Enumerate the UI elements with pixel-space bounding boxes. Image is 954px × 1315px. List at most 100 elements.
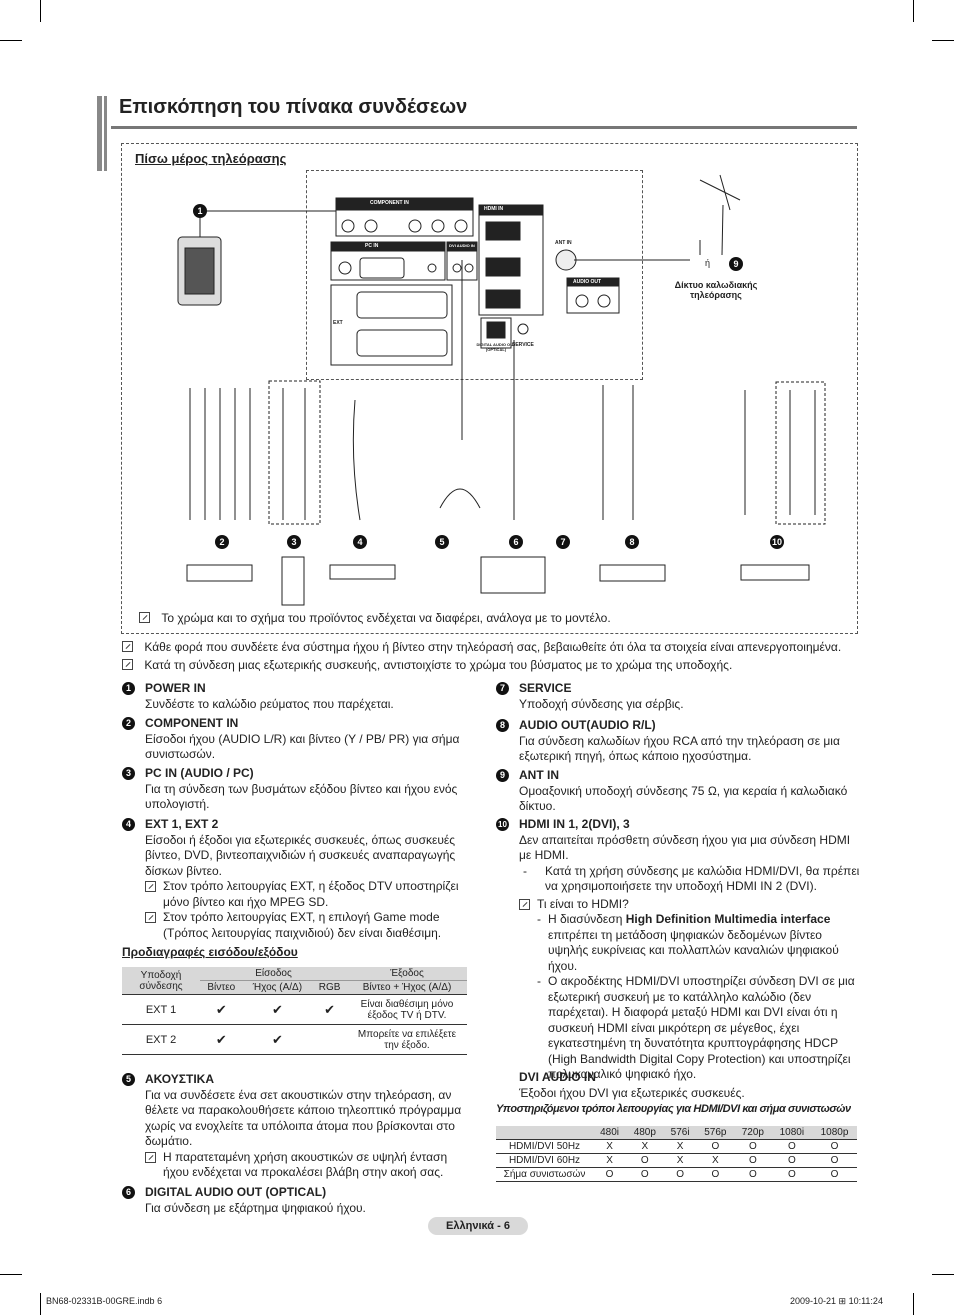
page-number-badge: Ελληνικά - 6 xyxy=(428,1217,528,1235)
label-hdmi-in: HDMI IN xyxy=(484,206,504,212)
callout-6: 6 xyxy=(509,535,523,549)
spec-cell: Είναι διαθέσιμη μόνο έξοδος TV ή DTV. xyxy=(347,994,467,1025)
label-service: SERVICE xyxy=(512,342,534,348)
label-digital-audio-out: DIGITAL AUDIO OUT (OPTICAL) xyxy=(476,342,516,352)
crop-mark xyxy=(40,1293,41,1315)
modes-cell: O xyxy=(812,1139,857,1154)
spec-cell: EXT 2 xyxy=(122,1024,200,1055)
section-8-heading: AUDIO OUT(AUDIO R/L) xyxy=(519,718,656,732)
note-2: Κατά τη σύνδεση μιας εξωτερικής συσκευής… xyxy=(122,658,732,672)
modes-cell: O xyxy=(812,1153,857,1168)
section-10-body: Δεν απαιτείται πρόσθετη σύνδεση ήχου για… xyxy=(519,832,851,863)
crop-mark xyxy=(0,1274,22,1275)
note-icon xyxy=(139,612,150,623)
section-2-heading: COMPONENT IN xyxy=(145,716,239,730)
spec-cell: EXT 1 xyxy=(122,994,200,1025)
modes-col: 720p xyxy=(734,1126,772,1140)
section-9-heading: ANT IN xyxy=(519,768,559,782)
section-10: 10 HDMI IN 1, 2(DVI), 3 Δεν απαιτείται π… xyxy=(496,817,861,1083)
number-badge: 10 xyxy=(496,818,509,831)
callout-3: 3 xyxy=(287,535,301,549)
spec-col-conn: Υποδοχή σύνδεσης xyxy=(122,967,200,995)
section-5-body: Για να συνδέσετε ένα σετ ακουστικών στην… xyxy=(145,1087,462,1149)
diagram-note-text: Το χρώμα και το σχήμα του προϊόντος ενδέ… xyxy=(161,611,611,625)
number-badge: 5 xyxy=(122,1073,135,1086)
section-4-note-1: Στον τρόπο λειτουργίας EXT, η έξοδος DTV… xyxy=(163,879,459,909)
bluray-device xyxy=(740,564,810,581)
modes-cell: X xyxy=(593,1139,627,1154)
modes-cell: O xyxy=(771,1139,813,1154)
section-6-body: Για σύνδεση με εξάρτημα ψηφιακού ήχου. xyxy=(145,1200,366,1215)
section-3-heading: PC IN (AUDIO / PC) xyxy=(145,766,254,780)
crop-mark xyxy=(913,0,914,22)
spec-col-in: Είσοδος xyxy=(200,967,347,981)
spec-col-video: Βίντεο xyxy=(200,980,243,995)
section-10-dash-1: Κατά τη χρήση σύνδεσης με καλώδια HDMI/D… xyxy=(545,863,860,894)
modes-table: 480i 480p 576i 576p 720p 1080i 1080p HDM… xyxy=(496,1126,857,1182)
section-4-body: Είσοδοι ή έξοδοι για εξωτερικές συσκευές… xyxy=(145,832,456,878)
section-10-dash-3: Ο ακροδέκτης HDMI/DVI υποστηρίζει σύνδεσ… xyxy=(548,974,855,1081)
spec-table: Υποδοχή σύνδεσης Είσοδος Έξοδος Βίντεο Ή… xyxy=(122,967,467,1055)
crop-mark xyxy=(932,40,954,41)
section-10-heading: HDMI IN 1, 2(DVI), 3 xyxy=(519,817,630,831)
note-icon xyxy=(145,881,156,892)
dvd-device xyxy=(329,564,396,580)
crop-mark xyxy=(40,0,41,22)
callout-2: 2 xyxy=(215,535,229,549)
diagram-frame xyxy=(121,143,858,634)
modes-cell: O xyxy=(771,1167,813,1182)
modes-row-label: Σήμα συνιστωσών xyxy=(496,1167,593,1182)
modes-cell: O xyxy=(771,1153,813,1168)
crop-mark xyxy=(932,1274,954,1275)
spec-cell: ✔ xyxy=(200,994,243,1025)
page-title: Επισκόπηση του πίνακα συνδέσεων xyxy=(119,96,468,118)
spec-cell: ✔ xyxy=(242,994,313,1025)
number-badge: 4 xyxy=(122,818,135,831)
section-1-body: Συνδέστε το καλώδιο ρεύματος που παρέχετ… xyxy=(145,696,394,711)
callout-7: 7 xyxy=(556,535,570,549)
section-4-note-2: Στον τρόπο λειτουργίας EXT, η επιλογή Ga… xyxy=(163,910,442,940)
section-4-heading: EXT 1, EXT 2 xyxy=(145,817,219,831)
section-8: 8 AUDIO OUT(AUDIO R/L) Για σύνδεση καλωδ… xyxy=(496,718,861,765)
modes-cell: X xyxy=(663,1153,697,1168)
note-icon xyxy=(145,1151,156,1163)
note-icon xyxy=(122,659,133,670)
footer-date: 2009-10-21 ⊞ 10:11:24 xyxy=(790,1296,883,1306)
section-9-body: Ομοαξονική υποδοχή σύνδεσης 75 Ω, για κε… xyxy=(519,783,848,814)
label-ant-in: ANT IN xyxy=(555,240,572,246)
callout-9: 9 xyxy=(729,257,743,271)
modes-cell: O xyxy=(812,1167,857,1182)
section-6: 6 DIGITAL AUDIO OUT (OPTICAL) Για σύνδεσ… xyxy=(122,1185,472,1216)
modes-row-label: HDMI/DVI 50Hz xyxy=(496,1139,593,1154)
dvi-audio-section: DVI AUDIO IN Έξοδοι ήχου DVI για εξωτερι… xyxy=(519,1070,859,1101)
callout-4: 4 xyxy=(353,535,367,549)
section-7-body: Υποδοχή σύνδεσης για σέρβις. xyxy=(519,696,684,711)
ext-scart-port xyxy=(330,284,453,366)
note-2-text: Κατά τη σύνδεση μιας εξωτερικής συσκευής… xyxy=(144,658,733,672)
section-2: 2 COMPONENT IN Είσοδοι ήχου (AUDIO L/R) … xyxy=(122,716,472,763)
modes-cell: O xyxy=(663,1167,697,1182)
dvi-audio-body: Έξοδοι ήχου DVI για εξωτερικές συσκευές. xyxy=(519,1085,745,1100)
section-10-dash-2c: επιτρέπει τη μετάδοση ψηφιακών δεδομένων… xyxy=(548,927,839,973)
spec-title: Προδιαγραφές εισόδου/εξόδου xyxy=(122,945,298,959)
number-badge: 3 xyxy=(122,767,135,780)
diagram-note: Το χρώμα και το σχήμα του προϊόντος ενδέ… xyxy=(139,611,611,625)
label-audio-out: AUDIO OUT xyxy=(573,279,602,285)
modes-cell: O xyxy=(696,1139,735,1154)
section-7-heading: SERVICE xyxy=(519,681,572,695)
modes-row-label: HDMI/DVI 60Hz xyxy=(496,1153,593,1168)
spec-col-audio: Ήχος (Α/Δ) xyxy=(242,980,313,995)
title-accent xyxy=(97,96,102,171)
number-badge: 7 xyxy=(496,682,509,695)
number-badge: 2 xyxy=(122,717,135,730)
connection-diagram xyxy=(177,174,826,606)
section-3-body: Για τη σύνδεση των βυσμάτων εξόδου βίντε… xyxy=(145,781,458,812)
dvi-audio-heading: DVI AUDIO IN xyxy=(519,1070,596,1084)
section-10-hdmi-name: High Definition Multimedia interface xyxy=(625,912,831,926)
section-2-body: Είσοδοι ήχου (AUDIO L/R) και βίντεο (Y /… xyxy=(145,731,460,762)
section-10-question: Τι είναι το HDMI? xyxy=(537,896,629,911)
title-accent xyxy=(104,96,107,171)
callout-10: 10 xyxy=(770,535,784,549)
modes-cell: O xyxy=(696,1167,735,1182)
cable-network-label: Δίκτυο καλωδιακής τηλεόρασης xyxy=(674,280,758,300)
